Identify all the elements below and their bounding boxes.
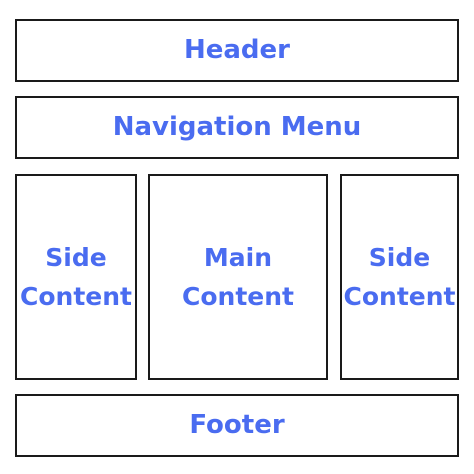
side-content-right-box: Side Content [340, 174, 459, 380]
header-region-box: Header [15, 19, 459, 82]
navigation-menu-label: Navigation Menu [112, 111, 362, 142]
footer-region-box: Footer [15, 394, 459, 457]
footer-label: Footer [189, 409, 285, 440]
side-content-right-label: Side Content [344, 238, 456, 316]
side-content-left-box: Side Content [15, 174, 137, 380]
side-content-left-line1: Side [45, 243, 107, 272]
navigation-menu-region-box: Navigation Menu [15, 96, 459, 159]
side-content-left-label: Side Content [20, 238, 132, 316]
side-content-left-line2: Content [20, 282, 132, 311]
side-content-right-line2: Content [343, 282, 456, 311]
main-content-box: Main Content [148, 174, 328, 380]
header-label: Header [183, 34, 290, 65]
main-content-line1: Main [203, 243, 273, 272]
side-content-right-line1: Side [368, 243, 431, 272]
main-content-label: Main Content [182, 238, 294, 316]
main-content-line2: Content [182, 282, 294, 311]
